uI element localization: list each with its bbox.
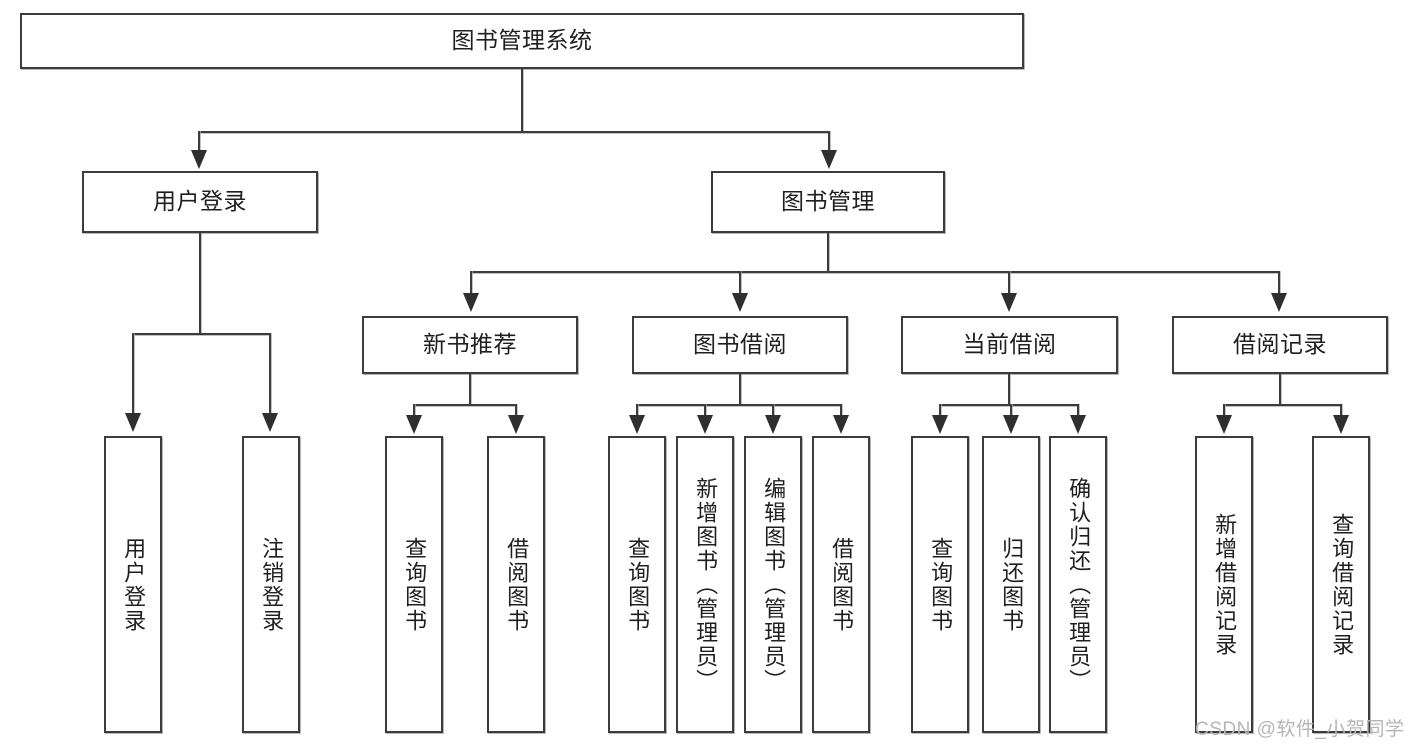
connector-drop-book-management	[828, 131, 830, 153]
node-leaf-query-book-recommend[interactable]: 查询图书	[385, 436, 443, 733]
node-leaf-add-borrow-record[interactable]: 新增借阅记录	[1195, 436, 1253, 733]
connector-drop-query-book-borrow	[636, 404, 638, 417]
node-leaf-add-book-admin[interactable]: 新增图书（管理员）	[676, 436, 734, 733]
connector-drop-query-book-current	[939, 404, 941, 417]
arrowhead-query-book-current	[932, 415, 948, 434]
connector-drop-current-borrow	[1008, 271, 1010, 295]
connector-drop-query-book-recommend	[413, 404, 415, 417]
connector-bus-current-borrow	[939, 404, 1079, 406]
node-label: 确认归还（管理员）	[1066, 476, 1092, 693]
node-borrow-record[interactable]: 借阅记录	[1172, 316, 1388, 374]
node-leaf-edit-book-admin[interactable]: 编辑图书（管理员）	[744, 436, 802, 733]
node-leaf-borrow-book[interactable]: 借阅图书	[812, 436, 870, 733]
node-label: 借阅记录	[1233, 331, 1327, 358]
arrowhead-current-borrow	[1001, 293, 1017, 312]
node-book-borrow[interactable]: 图书借阅	[632, 316, 848, 374]
node-label: 注销登录	[259, 536, 285, 633]
connector-bus-borrow-record	[1223, 404, 1342, 406]
arrowhead-borrow-book-recommend	[508, 415, 524, 434]
node-label: 用户登录	[121, 536, 147, 633]
node-label: 借阅图书	[829, 536, 855, 633]
node-leaf-logout-login[interactable]: 注销登录	[242, 436, 300, 733]
arrowhead-query-book-borrow	[629, 415, 645, 434]
node-leaf-borrow-book-recommend[interactable]: 借阅图书	[487, 436, 545, 733]
connector-stem-book-borrow	[739, 374, 741, 406]
connector-stem-borrow-record	[1279, 374, 1281, 406]
arrowhead-borrow-book	[833, 415, 849, 434]
connector-bus-new-book-recommend	[413, 404, 517, 406]
arrowhead-edit-book-admin	[765, 415, 781, 434]
node-label: 查询图书	[625, 536, 651, 633]
connector-drop-borrow-book-recommend	[515, 404, 517, 417]
arrowhead-leaf-logout-login	[262, 413, 278, 432]
arrowhead-book-borrow	[732, 293, 748, 312]
node-current-borrow[interactable]: 当前借阅	[901, 316, 1118, 374]
node-new-book-recommend[interactable]: 新书推荐	[362, 316, 578, 374]
connector-drop-confirm-return-admin	[1077, 404, 1079, 417]
connector-bus-user-login	[132, 333, 271, 335]
node-label: 借阅图书	[504, 536, 530, 633]
node-label: 查询借阅记录	[1329, 512, 1355, 657]
connector-drop-leaf-logout-login	[269, 333, 271, 415]
connector-drop-add-borrow-record	[1223, 404, 1225, 417]
node-user-login[interactable]: 用户登录	[82, 171, 318, 233]
connector-drop-return-book	[1010, 404, 1012, 417]
connector-drop-add-book-admin	[704, 404, 706, 417]
arrowhead-book-management	[821, 150, 837, 169]
connector-root-stem	[521, 69, 523, 132]
arrowhead-query-borrow-record	[1333, 415, 1349, 434]
connector-bus-book-management	[470, 271, 1280, 273]
node-label: 查询图书	[402, 536, 428, 633]
arrowhead-add-book-admin	[697, 415, 713, 434]
node-leaf-user-login[interactable]: 用户登录	[104, 436, 162, 733]
node-leaf-confirm-return-admin[interactable]: 确认归还（管理员）	[1049, 436, 1107, 733]
connector-drop-new-book-recommend	[470, 271, 472, 295]
arrowhead-return-book	[1003, 415, 1019, 434]
connector-stem-user-login	[199, 233, 201, 334]
node-label: 查询图书	[928, 536, 954, 633]
node-leaf-query-borrow-record[interactable]: 查询借阅记录	[1312, 436, 1370, 733]
connector-stem-new-book-recommend	[469, 374, 471, 406]
node-root-system[interactable]: 图书管理系统	[20, 13, 1024, 69]
node-label: 图书管理	[781, 188, 875, 215]
arrowhead-user-login	[191, 150, 207, 169]
node-leaf-return-book[interactable]: 归还图书	[982, 436, 1040, 733]
node-label: 新增图书（管理员）	[693, 476, 719, 693]
node-label: 当前借阅	[962, 331, 1057, 358]
connector-stem-book-management	[827, 233, 829, 273]
connector-drop-borrow-book	[840, 404, 842, 417]
node-label: 图书管理系统	[451, 27, 593, 54]
node-label: 新增借阅记录	[1212, 512, 1238, 657]
node-label: 图书借阅	[693, 331, 787, 358]
node-label: 新书推荐	[423, 331, 517, 358]
node-book-management[interactable]: 图书管理	[711, 171, 945, 233]
node-label: 编辑图书（管理员）	[761, 476, 787, 693]
connector-drop-query-borrow-record	[1340, 404, 1342, 417]
connector-root-bus	[198, 131, 830, 133]
arrowhead-query-book-recommend	[406, 415, 422, 434]
node-label: 用户登录	[153, 188, 247, 215]
connector-drop-leaf-user-login	[132, 333, 134, 415]
node-label: 归还图书	[999, 536, 1025, 633]
connector-drop-user-login	[198, 131, 200, 153]
arrowhead-borrow-record	[1271, 293, 1287, 312]
connector-bus-book-borrow	[636, 404, 842, 406]
node-leaf-query-book-borrow[interactable]: 查询图书	[608, 436, 666, 733]
arrowhead-confirm-return-admin	[1070, 415, 1086, 434]
arrowhead-add-borrow-record	[1216, 415, 1232, 434]
connector-drop-borrow-record	[1278, 271, 1280, 295]
arrowhead-new-book-recommend	[463, 293, 479, 312]
connector-drop-book-borrow	[739, 271, 741, 295]
node-leaf-query-book-current[interactable]: 查询图书	[911, 436, 969, 733]
connector-stem-current-borrow	[1008, 374, 1010, 406]
connector-drop-edit-book-admin	[772, 404, 774, 417]
arrowhead-leaf-user-login	[125, 413, 141, 432]
